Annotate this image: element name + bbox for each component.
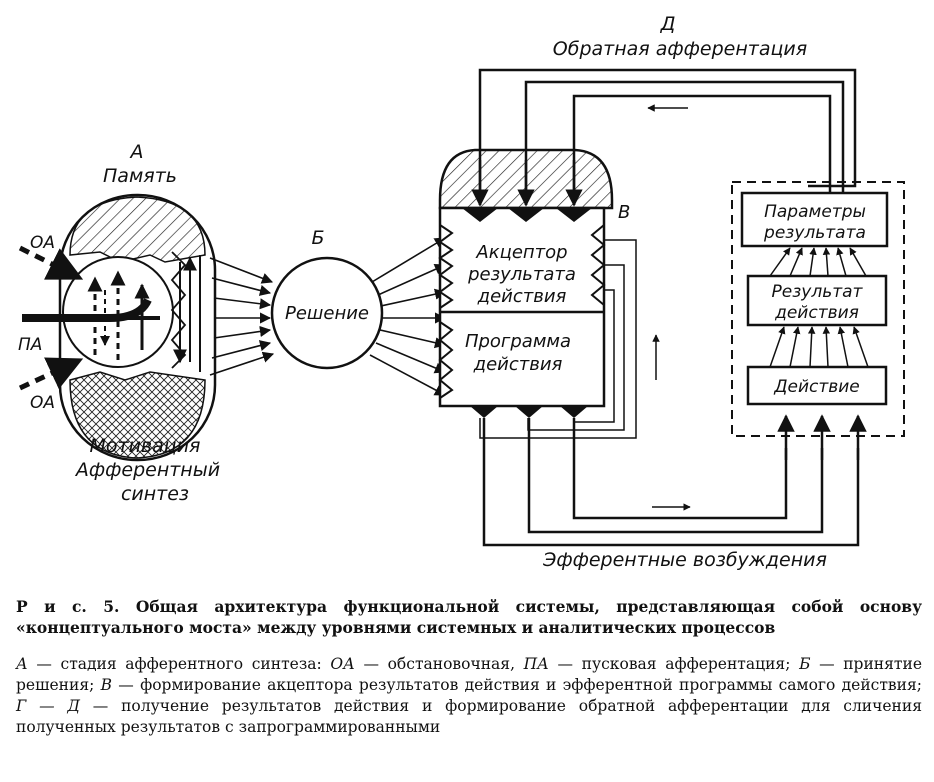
label-acceptor-2: результата [467, 264, 576, 285]
label-a: А [129, 141, 144, 163]
label-v: В [618, 202, 630, 223]
label-result-1: Результат [772, 282, 864, 302]
legend-v: В [100, 676, 113, 694]
label-pa: ПА [18, 335, 42, 355]
label-program-1: Программа [465, 331, 571, 352]
figure-legend: А — стадия афферентного синтеза: ОА — об… [16, 654, 922, 738]
legend-a-text: — стадия афферентного синтеза: [27, 655, 331, 673]
legend-v-text: — формирование акцептора результатов дей… [112, 676, 922, 694]
afferent-synthesis-block [18, 193, 217, 462]
legend-a: А [16, 655, 28, 673]
legend-b-text: — принятие решения; [16, 655, 922, 694]
label-memory: Память [103, 165, 177, 187]
label-b: Б [311, 227, 324, 249]
legend-gd-text: — получение результатов действия и форми… [16, 697, 922, 736]
label-action: Действие [773, 377, 860, 397]
functional-system-diagram: А Память ОА ПА ОА Мотивация Афферентный … [18, 13, 905, 571]
legend-oa: ОА [330, 655, 355, 673]
legend-pa-text: — пусковая афферентация; [548, 655, 800, 673]
legend-oa-text: — обстановочная, [354, 655, 524, 673]
label-afferent: Афферентный [74, 459, 220, 481]
figure-caption: Р и с. 5. Общая архитектура функциональн… [16, 597, 922, 637]
legend-pa: ПА [523, 655, 549, 673]
arrows-a-to-b [209, 257, 275, 376]
label-program-2: действия [473, 354, 563, 375]
label-params-2: результата [763, 223, 866, 243]
result-block [731, 181, 905, 437]
label-feedback: Обратная афферентация [553, 38, 807, 60]
label-motivation: Мотивация [90, 435, 201, 457]
label-acceptor-1: Акцептор [475, 242, 567, 263]
label-d: Д [660, 13, 676, 35]
label-params-1: Параметры [764, 202, 866, 222]
legend-gd: Г — Д [16, 697, 80, 715]
efferent-loops [482, 414, 867, 547]
arrows-b-to-v [369, 237, 447, 396]
decision-circle [270, 256, 384, 370]
label-decision: Решение [285, 303, 369, 324]
label-efferent: Эфферентные возбуждения [542, 549, 827, 571]
legend-b: Б [799, 655, 811, 673]
label-synthesis: синтез [121, 483, 189, 505]
label-acceptor-3: действия [477, 286, 567, 307]
label-oa-bottom: ОА [30, 393, 55, 413]
label-oa-top: ОА [30, 233, 55, 253]
label-result-2: действия [774, 303, 859, 323]
